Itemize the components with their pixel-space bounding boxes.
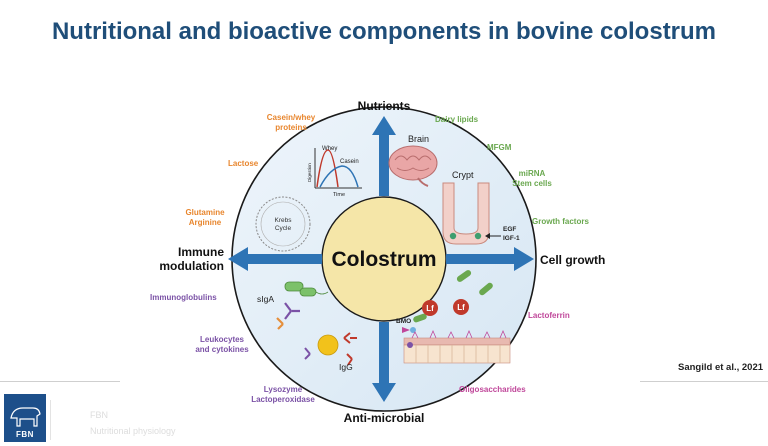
footer-faded-line-1: FBN <box>90 410 108 420</box>
label-casein-whey-1: Casein/whey <box>267 113 316 122</box>
whey-label: Whey <box>322 146 337 152</box>
label-stem-cells: Stem cells <box>512 179 552 188</box>
cow-icon <box>10 407 41 427</box>
igg-graphic: IgG <box>304 332 357 372</box>
krebs-cycle-graphic: Krebs Cycle <box>255 196 311 252</box>
krebs-label-2: Cycle <box>275 225 292 232</box>
label-leukocytes-2: and cytokines <box>195 345 249 354</box>
label-growth-factors: Growth factors <box>532 217 589 226</box>
label-lactoferrin: Lactoferrin <box>528 311 570 320</box>
citation: Sangild et al., 2021 <box>678 362 764 373</box>
time-label: Time <box>333 192 345 198</box>
digestion-label: Digestion <box>307 163 312 182</box>
label-arginine: Arginine <box>189 218 222 227</box>
arrow-right <box>446 247 534 271</box>
label-lactose: Lactose <box>228 159 259 168</box>
lactoferrin-graphic: Lf Lf <box>413 270 493 323</box>
label-immunoglobulins: Immunoglobulins <box>150 293 217 302</box>
label-lactoperoxidase: Lactoperoxidase <box>251 395 315 404</box>
arrow-down <box>372 322 396 402</box>
label-mfgm: MFGM <box>487 143 512 152</box>
digestion-curve-graphic: Whey Casein Time Digestion <box>307 146 362 198</box>
footer-faded-line-2: Nutritional physiology <box>90 426 176 436</box>
siga-graphic: sIgA <box>257 281 329 330</box>
siga-label: sIgA <box>257 294 274 304</box>
axis-cell-growth: Cell growth <box>540 253 605 267</box>
lf-label-1: Lf <box>426 304 434 313</box>
logo-text: FBN <box>16 430 34 439</box>
label-casein-whey-2: proteins <box>275 123 307 132</box>
arrow-up <box>372 116 396 196</box>
krebs-label-1: Krebs <box>275 217 293 224</box>
arrow-left <box>228 247 322 271</box>
axis-immune-1: Immune <box>178 245 224 259</box>
axis-immune-2: modulation <box>159 259 224 273</box>
crypt-graphic: Crypt EGF IGF-1 <box>442 170 520 245</box>
logo-divider <box>50 400 51 440</box>
divider-right <box>640 381 768 382</box>
axis-arrows <box>228 116 534 402</box>
label-glutamine: Glutamine <box>185 208 225 217</box>
axis-antimicrobial: Anti-microbial <box>344 411 425 425</box>
bmo-epithelium-graphic: BMO <box>396 318 511 364</box>
casein-label: Casein <box>340 159 359 165</box>
axis-nutrients: Nutrients <box>358 99 411 113</box>
label-mirna: miRNA <box>519 169 546 178</box>
brain-graphic: Brain <box>388 134 438 187</box>
igf-label: IGF-1 <box>503 235 520 242</box>
igg-label: IgG <box>339 362 353 372</box>
brain-label: Brain <box>408 134 429 144</box>
label-leukocytes-1: Leukocytes <box>200 335 245 344</box>
divider-left <box>0 381 120 382</box>
egf-label: EGF <box>503 226 516 233</box>
label-dairy-lipids: Dairy lipids <box>435 115 479 124</box>
center-label: Colostrum <box>332 248 437 271</box>
label-lysozyme: Lysozyme <box>264 385 303 394</box>
crypt-label: Crypt <box>452 170 474 180</box>
lf-label-2: Lf <box>457 303 465 312</box>
bmo-label: BMO <box>396 318 411 325</box>
label-oligosaccharides: Oligosaccharides <box>459 385 526 394</box>
fbn-logo: FBN <box>4 394 46 442</box>
slide-title: Nutritional and bioactive components in … <box>51 18 717 45</box>
